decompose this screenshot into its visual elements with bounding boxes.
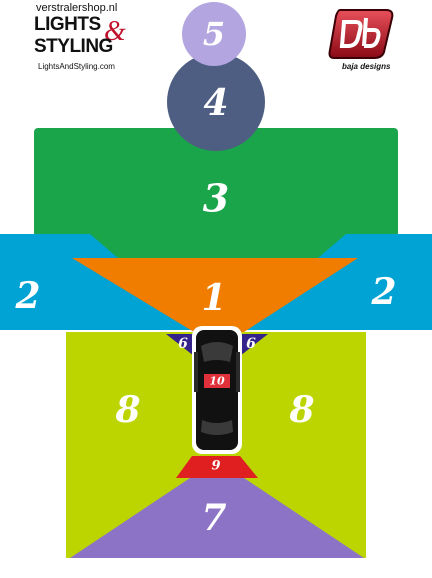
zone-2-left-label: 2: [14, 275, 40, 317]
baja-designs-logo: baja designs: [326, 4, 398, 76]
zone-4-label: 4: [203, 82, 228, 124]
zone-6-right: [240, 334, 268, 356]
zone-2-right-label: 2: [370, 271, 396, 313]
zone-5: [182, 2, 246, 66]
zone-6-left-label: 6: [178, 336, 188, 352]
zone-2-right: [236, 234, 432, 330]
zone-2-left: [0, 234, 200, 330]
zone-10-label: 10: [209, 375, 225, 388]
logo-word-lights: LIGHTS: [34, 14, 101, 35]
zone-3: [34, 128, 398, 260]
zone-3-label: 3: [203, 176, 229, 221]
zone-6-right-label: 6: [246, 336, 256, 352]
zone-5-label: 5: [203, 15, 225, 53]
zone-9: [176, 456, 258, 478]
car-icon: [192, 326, 242, 454]
zone-7: [70, 478, 364, 558]
zone-4: [167, 53, 265, 151]
zone-9-label: 9: [211, 459, 220, 474]
logo-site-text: verstralershop.nl: [36, 2, 118, 14]
zone-10-badge: [204, 374, 230, 388]
logo-ampersand: &: [104, 16, 126, 47]
logo-word-styling: STYLING: [34, 36, 113, 57]
zone-6-left: [166, 334, 194, 356]
logo-url-text: LightsAndStyling.com: [38, 62, 115, 71]
lights-and-styling-logo: verstralershop.nl LIGHTS & STYLING Light…: [34, 2, 134, 72]
baja-designs-tagline: baja designs: [342, 62, 391, 71]
zone-8-left-label: 8: [114, 389, 140, 431]
zone-1-label: 1: [201, 277, 226, 319]
zone-1: [72, 258, 358, 332]
baja-designs-emblem-icon: [328, 9, 394, 59]
zone-8-right-label: 8: [288, 389, 314, 431]
zone-7-label: 7: [201, 497, 226, 539]
